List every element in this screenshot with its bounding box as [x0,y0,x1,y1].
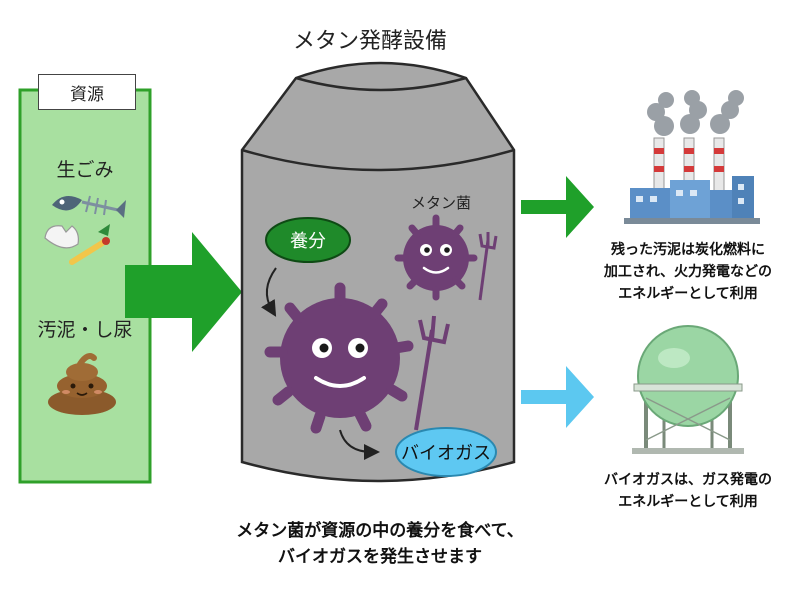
poop-icon [48,353,116,415]
power-plant-icon [624,90,760,224]
fish-bone-icon [52,195,126,218]
large-methane-bacterium-icon [264,282,450,434]
tank-shoulder-line [241,148,515,172]
input-arrow [125,232,242,352]
bottom-description: メタン菌が資源の中の養分を食べて、 バイオガスを発生させます [180,516,580,572]
caption-line: エネルギーとして利用 [618,494,758,510]
caption-line: バイオガスは、ガス発電の [604,472,772,488]
sludge-label: 汚泥・し尿 [37,318,133,341]
blue-output-arrow [521,366,594,428]
green-output-arrow [521,176,594,238]
small-methane-bacterium-icon [394,214,498,301]
resource-title: 資源 [38,74,136,110]
caption-line: 加工され、火力発電などの [603,264,773,280]
nutrient-bubble [265,217,351,263]
biogas-power-caption: バイオガスは、ガス発電の エネルギーとして利用 [586,468,790,514]
nutrient-label: 養分 [290,231,326,252]
egg-shell-icon [44,225,79,249]
biogas-bubble [395,427,497,477]
caption-line: エネルギーとして利用 [618,286,758,302]
gas-holder-icon [632,325,744,454]
fermentation-tank [240,61,516,483]
description-line: バイオガスを発生させます [278,547,482,567]
tank-top-line [295,76,467,92]
vegetable-scrap-icon [69,224,110,265]
biogas-curl-arrow [339,429,380,460]
biogas-label: バイオガス [401,443,491,464]
caption-line: 残った汚泥は炭化燃料に [611,242,765,258]
food-waste-label: 生ごみ [56,158,114,181]
diagram-title: メタン発酵設備 [292,29,447,54]
nutrient-curl-arrow [261,267,277,317]
bacteria-label: メタン菌 [410,193,471,212]
carbonized-fuel-caption: 残った汚泥は炭化燃料に 加工され、火力発電などの エネルギーとして利用 [586,238,790,306]
description-line: メタン菌が資源の中の養分を食べて、 [236,521,524,541]
